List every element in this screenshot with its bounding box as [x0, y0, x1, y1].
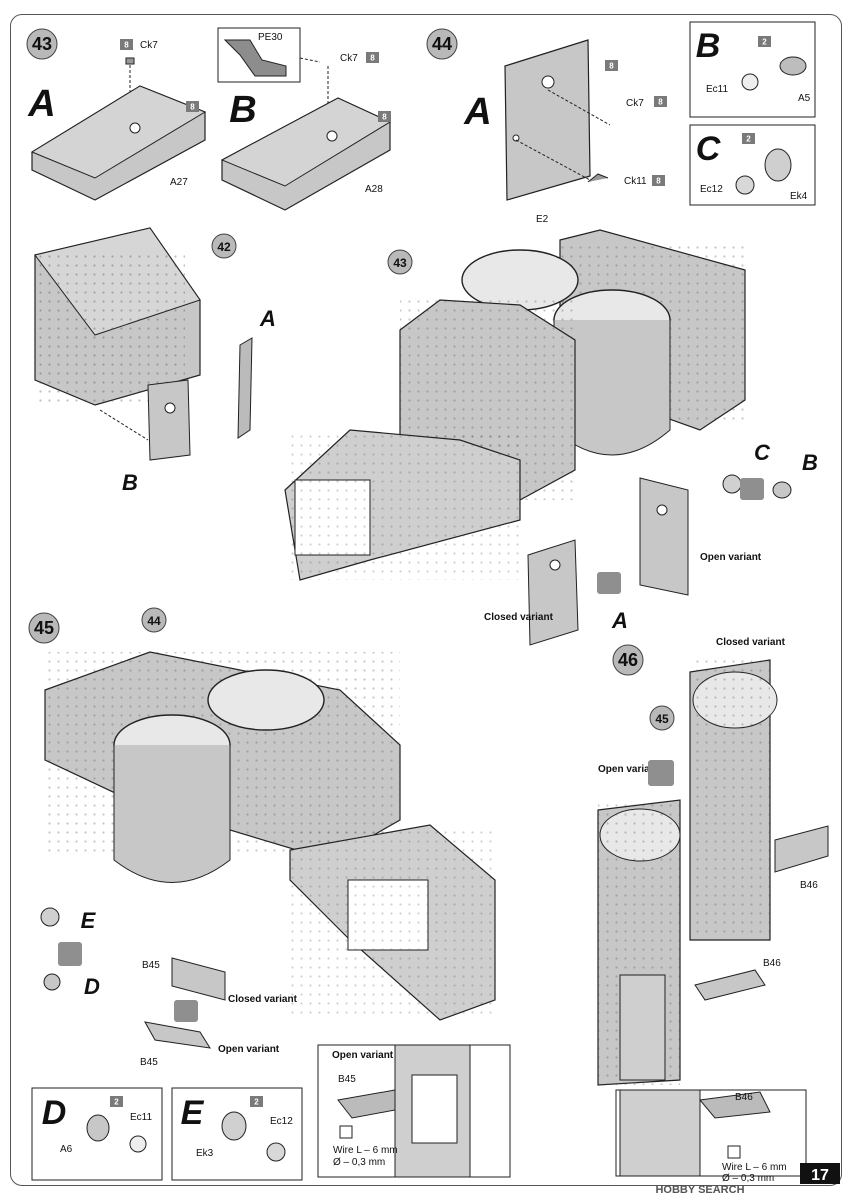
closed-variant-45: Closed variant: [228, 994, 298, 1005]
part-a6: A6: [60, 1144, 73, 1155]
part-pe30: PE30: [258, 32, 283, 43]
step-44-number: 44: [432, 34, 452, 54]
box-e-label: E: [181, 1094, 205, 1132]
open-variant-46: Open variant: [598, 764, 660, 775]
label-b-42: B: [122, 470, 138, 495]
box-c-label: C: [696, 130, 721, 168]
page-number-tab: [800, 1163, 840, 1184]
open-variant-43: Open variant: [700, 552, 762, 563]
part-ec11: Ec11: [706, 84, 728, 95]
page-border: [10, 14, 842, 1186]
part-ec12: Ec12: [700, 184, 723, 195]
step-45-number: 45: [34, 618, 54, 638]
part-a5: A5: [798, 93, 811, 104]
label-c-43: C: [754, 440, 771, 465]
inset-title-45: Open variant: [332, 1050, 394, 1061]
part-ek3: Ek3: [196, 1148, 214, 1159]
paint-badge-text: 2: [762, 38, 767, 47]
paint-badge-text: 2: [114, 1098, 119, 1107]
inset-part-46: B46: [735, 1092, 753, 1103]
label-e-45: E: [81, 908, 97, 933]
part-a28: A28: [365, 184, 383, 195]
step-46: 46 Closed variant 45 Open variant B46 B4…: [597, 637, 829, 1184]
part-ec12-e: Ec12: [270, 1116, 293, 1127]
ref-42: 42: [217, 240, 231, 254]
paint-badge-text: 2: [746, 135, 751, 144]
step-45: 45 44 E D B45 Closed variant Open vari: [28, 607, 511, 1181]
step-44-circle: [426, 28, 458, 60]
part-ck11: Ck11: [624, 176, 647, 187]
ref-43: 43: [393, 256, 407, 270]
part-ec11-d: Ec11: [130, 1112, 152, 1123]
paint-badge-text: 8: [656, 177, 661, 186]
part-ck7-44: Ck7: [626, 98, 644, 109]
part-ek4: Ek4: [790, 191, 808, 202]
step-45-circle: [28, 612, 60, 644]
inset-wire-46: Wire L – 6 mm: [722, 1162, 787, 1173]
label-d-45: D: [84, 974, 100, 999]
inset-part-45: B45: [338, 1074, 356, 1085]
paint-badge-text: 8: [190, 103, 195, 112]
step-46-number: 46: [618, 650, 638, 670]
part-b46-b: B46: [763, 958, 781, 969]
step-43-circle: [26, 28, 58, 60]
label-a-42: A: [259, 306, 276, 331]
paint-badge: [120, 39, 133, 50]
part-ck7: Ck7: [140, 40, 158, 51]
inset-dia-46: Ø – 0,3 mm: [722, 1173, 774, 1184]
paint-badge-text: 2: [254, 1098, 259, 1107]
closed-variant-46: Closed variant: [716, 637, 786, 648]
label-b-43: B: [802, 450, 818, 475]
paint-badge-text: 8: [658, 98, 663, 107]
inset-wire-45: Wire L – 6 mm: [333, 1145, 398, 1156]
part-e2: E2: [536, 214, 549, 225]
ref-45: 45: [655, 712, 669, 726]
part-b45-a: B45: [142, 960, 160, 971]
box-d-label: D: [42, 1094, 67, 1132]
paint-badge-text: 8: [382, 113, 387, 122]
watermark: HOBBY SEARCH: [655, 1184, 744, 1196]
box-b-label: B: [696, 27, 721, 65]
step-43-number: 43: [32, 34, 52, 54]
part-b46-a: B46: [800, 880, 818, 891]
part-ck7-b: Ck7: [340, 53, 358, 64]
assembly-43: 43 C B Open variant: [284, 229, 818, 646]
step-44: 44 A 8 Ck7 8 Ck11 8 E2 B 2 Ec11: [426, 21, 816, 225]
closed-variant-43: Closed variant: [484, 612, 554, 623]
ref-44: 44: [147, 614, 161, 628]
part-a27: A27: [170, 177, 188, 188]
door-e2: [504, 39, 591, 201]
label-a-43: A: [611, 608, 628, 633]
step-43: 43 A 8 Ck7 8 A27 B PE30 Ck7 8: [26, 27, 392, 211]
paint-badge-text: 8: [370, 54, 375, 63]
paint-badge-text: 8: [124, 41, 129, 50]
inset-dia-45: Ø – 0,3 mm: [333, 1157, 385, 1168]
paint-badge-text: 8: [609, 62, 614, 71]
step-43-label-b: B: [229, 89, 256, 131]
step-46-circle: [612, 644, 644, 676]
part-b45-b: B45: [140, 1057, 158, 1068]
step-43-label-a: A: [27, 83, 55, 125]
open-variant-45: Open variant: [218, 1044, 280, 1055]
assembly-42: 42 A B: [34, 227, 276, 495]
page-number: 17: [811, 1167, 829, 1184]
step-44-label-a: A: [463, 91, 491, 133]
